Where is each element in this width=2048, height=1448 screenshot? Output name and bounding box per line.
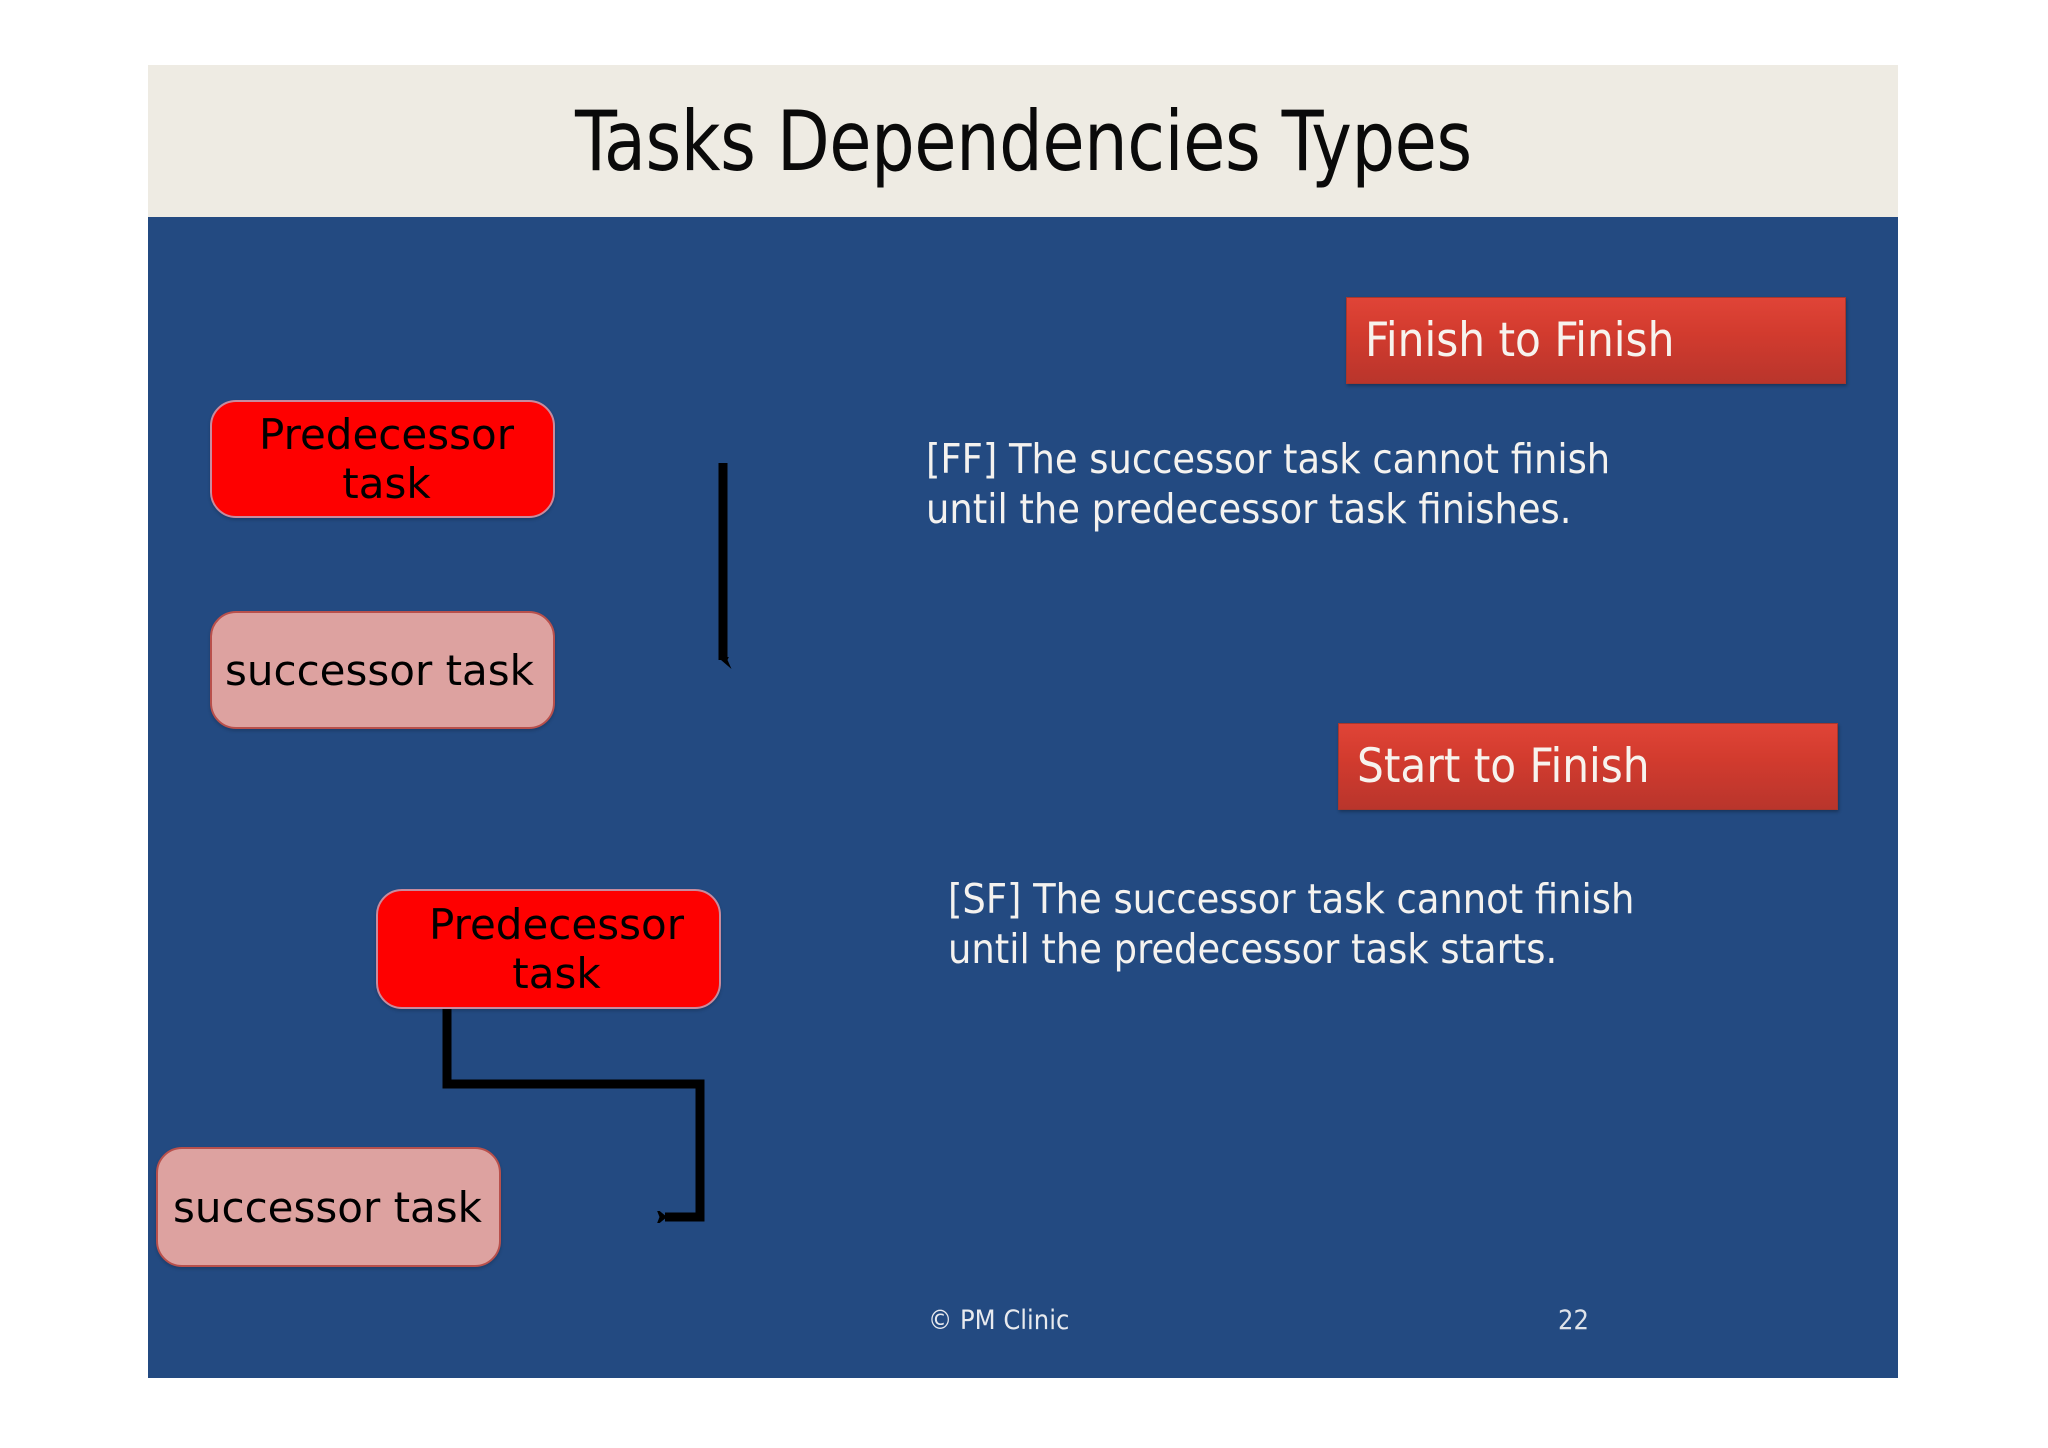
ff-successor-task-box[interactable]: successor task (210, 611, 555, 729)
ff-predecessor-task-box[interactable]: Predecessor task (210, 400, 555, 518)
sf-description-line-1: [SF] The successor task cannot finish (948, 875, 1635, 923)
slide-canvas: Tasks Dependencies Types Predecessor tas… (148, 65, 1898, 1378)
finish-to-finish-type-text: Finish to Finish (1365, 313, 1675, 368)
sf-predecessor-task-label: Predecessor task (429, 900, 684, 998)
slide-page-number: 22 (1558, 1305, 1589, 1336)
start-to-finish-type-label[interactable]: Start to Finish (1338, 723, 1838, 810)
ff-successor-task-label: successor task (224, 645, 534, 695)
sf-description-line-2: until the predecessor task starts. (948, 925, 1558, 974)
finish-to-finish-type-label[interactable]: Finish to Finish (1346, 297, 1846, 384)
ff-description-line-2: until the predecessor task finishes. (926, 485, 1572, 534)
slide-title-band: Tasks Dependencies Types (148, 65, 1898, 217)
start-to-finish-type-text: Start to Finish (1357, 739, 1650, 794)
sf-description: [SF] The successor task cannot finish un… (948, 874, 1708, 974)
slide-body: Predecessor task successor task Finish t… (148, 217, 1898, 1378)
sf-successor-task-label: successor task (172, 1182, 482, 1232)
ff-predecessor-task-label: Predecessor task (259, 410, 514, 508)
ff-description: [FF] The successor task cannot finish un… (926, 434, 1686, 534)
sf-successor-task-box[interactable]: successor task (156, 1147, 501, 1267)
ff-description-line-1: [FF] The successor task cannot finish (926, 435, 1611, 483)
page-title: Tasks Dependencies Types (574, 92, 1472, 190)
footer-copyright: © PM Clinic (928, 1305, 1070, 1336)
sf-predecessor-task-box[interactable]: Predecessor task (376, 889, 721, 1009)
